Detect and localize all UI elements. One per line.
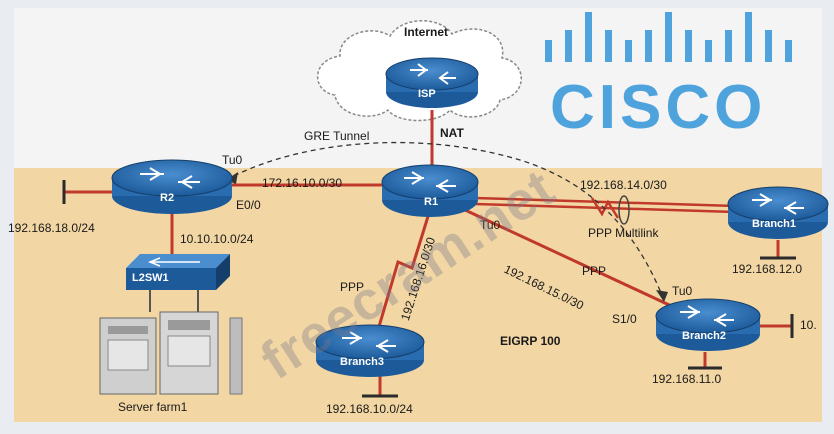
router-branch2 [655,298,761,351]
switch-name: L2SW1 [132,272,169,284]
branch3-lan-label: 192.168.10.0/24 [326,402,413,416]
router-branch1 [727,186,829,239]
isp-router-name: ISP [418,88,436,100]
branch1-lan-label: 192.168.12.0 [732,262,803,276]
r2-lan-label: 192.168.18.0/24 [8,221,95,235]
switch-l2sw1 [126,254,230,290]
r1-branch2-link [464,208,681,312]
r2-router-name: R2 [160,192,175,204]
branch2-right-label: 10. [800,318,817,332]
tu0-r1-label: Tu0 [480,218,501,232]
r2-e00-label: E0/0 [236,198,261,212]
router-isp [385,57,479,108]
router-r1 [381,164,479,217]
router-branch3 [315,324,425,377]
branch2-router-name: Branch2 [682,330,727,342]
r1-branch1-link-a [474,196,736,208]
multilink-ellipse [618,195,630,225]
s10-label: S1/0 [612,312,637,326]
gre-tunnel-label: GRE Tunnel [304,129,370,143]
ppp-branch3-label: PPP [340,280,365,294]
tu0-branch2-label: Tu0 [672,284,693,298]
branch3-router-name: Branch3 [340,356,385,368]
nat-label: NAT [440,126,464,140]
cisco-logo-bars [545,12,792,62]
gre-arrow-right [656,290,668,302]
r2-r1-network-label: 172.16.10.0/30 [262,176,343,190]
r1-branch3-link [376,209,432,331]
branch2-lan-label: 192.168.11.0 [652,372,722,386]
r1-router-name: R1 [424,196,439,208]
r2-switch-network-label: 10.10.10.0/24 [180,232,254,246]
ppp-multilink-label: PPP Multilink [588,226,659,240]
branch1-router-name: Branch1 [752,218,797,230]
server-farm-icon [99,311,243,395]
router-r2 [111,159,233,214]
tu0-r2-label: Tu0 [222,153,243,167]
gre-tunnel-arc [225,141,665,301]
cisco-logo-text: CISCO [550,73,767,142]
server-farm-label: Server farm1 [118,400,188,414]
internet-label: Internet [404,25,449,39]
ppp-branch2-label: PPP [582,264,607,278]
eigrp-label: EIGRP 100 [500,334,561,348]
r1-branch1-network-label: 192.168.14.0/30 [580,178,667,192]
